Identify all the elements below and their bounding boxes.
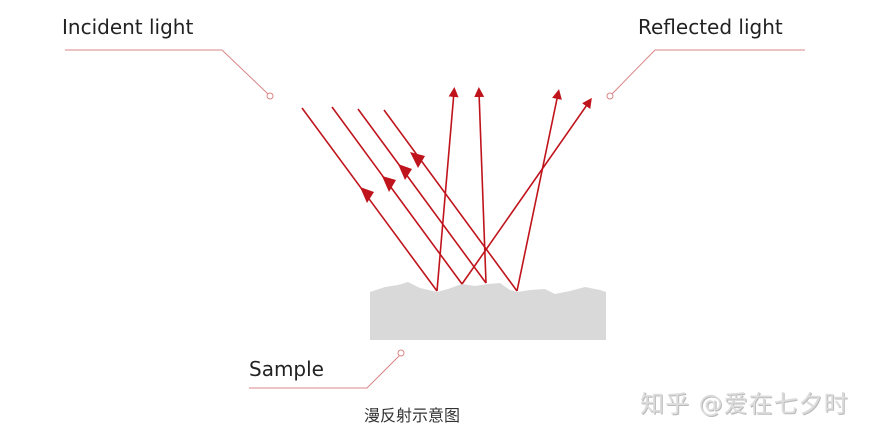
watermark: 知乎 @爱在七夕时 — [640, 390, 849, 418]
callout-lines — [65, 49, 805, 389]
reflected-light-label: Reflected light — [638, 15, 783, 39]
sample-label: Sample — [249, 357, 324, 381]
sample-surface — [370, 282, 606, 340]
reflected-rays — [436, 87, 592, 292]
incident-arrowheads — [360, 152, 425, 203]
incident-light-label: Incident light — [62, 15, 194, 39]
figure-caption: 漫反射示意图 — [364, 406, 461, 425]
